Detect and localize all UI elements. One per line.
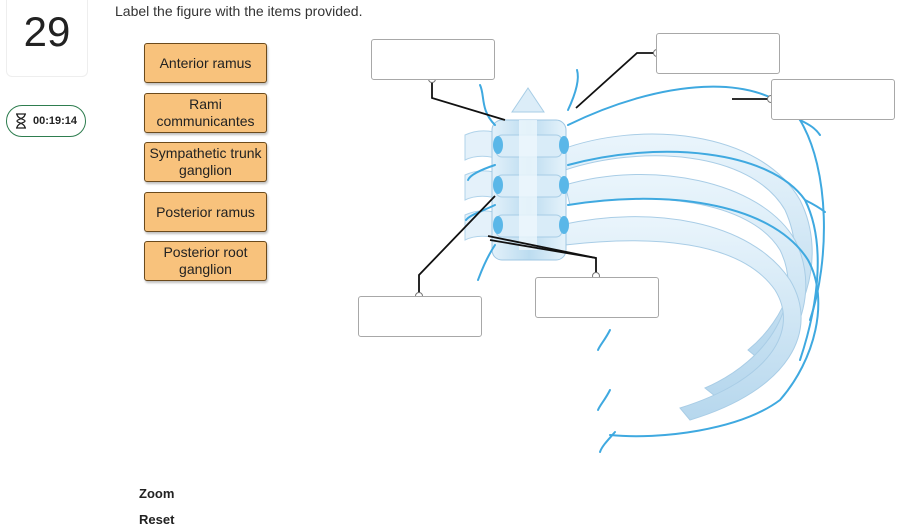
instruction-text: Label the figure with the items provided… xyxy=(115,3,363,19)
label-chip-sympathetic-trunk-ganglion[interactable]: Sympathetic trunk ganglion xyxy=(144,142,267,182)
label-chip-posterior-root-ganglion[interactable]: Posterior root ganglion xyxy=(144,241,267,281)
drop-target-3[interactable] xyxy=(771,79,895,120)
timer[interactable]: 00:19:14 xyxy=(6,105,86,137)
label-chip-rami-communicantes[interactable]: Rami communicantes xyxy=(144,93,267,133)
vertebral-column xyxy=(491,87,567,261)
label-chip-posterior-ramus[interactable]: Posterior ramus xyxy=(144,192,267,232)
timer-value: 00:19:14 xyxy=(32,115,78,127)
drop-target-4[interactable] xyxy=(358,296,482,337)
question-number-card: 29 xyxy=(6,0,88,77)
zoom-button[interactable]: Zoom xyxy=(139,486,175,501)
drop-target-5[interactable] xyxy=(535,277,659,318)
drop-target-2[interactable] xyxy=(656,33,780,74)
reset-button[interactable]: Reset xyxy=(139,512,175,527)
leader-lines xyxy=(418,52,771,296)
question-number: 29 xyxy=(23,8,71,55)
hourglass-icon xyxy=(15,113,26,129)
ganglia xyxy=(493,136,569,234)
label-chip-anterior-ramus[interactable]: Anterior ramus xyxy=(144,43,267,83)
drop-target-1[interactable] xyxy=(371,39,495,80)
